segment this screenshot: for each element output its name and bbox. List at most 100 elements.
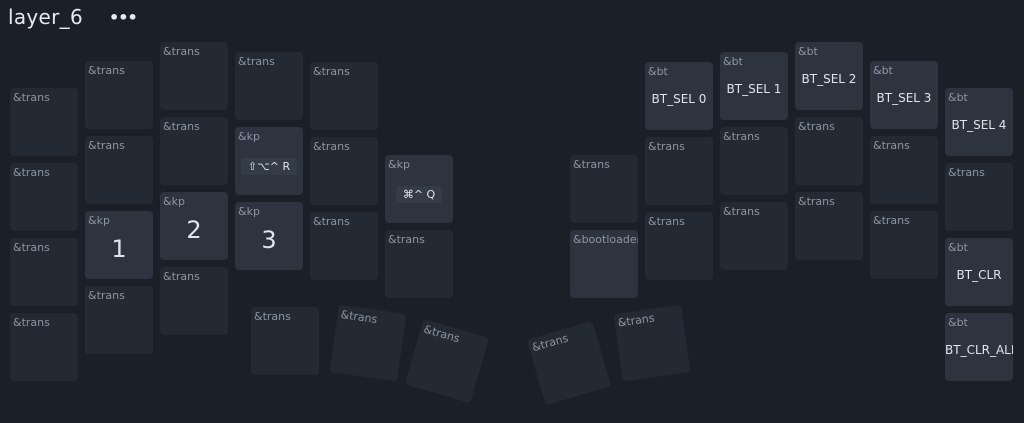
key-behavior-label: &trans xyxy=(948,166,985,179)
key-behavior-label: &kp xyxy=(163,195,185,208)
key-param-label: BT_SEL 2 xyxy=(801,72,857,86)
key-behavior-label: &bt xyxy=(873,64,893,77)
key-behavior-label: &trans xyxy=(798,195,835,208)
key-l-c1-r1[interactable]: &trans xyxy=(85,61,153,129)
key-behavior-label: &trans xyxy=(388,233,425,246)
key-l-c1-r2[interactable]: &trans xyxy=(85,136,153,204)
key-param-label: ⇧⌥^ R xyxy=(240,158,298,175)
key-r-c1-r2[interactable]: &trans xyxy=(645,137,713,205)
key-r-c4-r2[interactable]: &trans xyxy=(870,136,938,204)
key-behavior-label: &kp xyxy=(238,130,260,143)
key-behavior-label: &trans xyxy=(339,307,379,326)
key-r-c2-r2[interactable]: &trans xyxy=(720,127,788,195)
key-r-c2-r3[interactable]: &trans xyxy=(720,202,788,270)
key-behavior-label: &bt xyxy=(948,241,968,254)
key-l-thumb-2[interactable]: &trans xyxy=(329,304,407,382)
key-behavior-label: &kp xyxy=(238,205,260,218)
key-r-c3-r3[interactable]: &trans xyxy=(795,192,863,260)
key-r-c1-r3[interactable]: &trans xyxy=(645,212,713,280)
key-param-label: ⌘^ Q xyxy=(395,186,443,203)
key-param-label: BT_SEL 0 xyxy=(651,92,707,106)
key-l-c1-r4[interactable]: &trans xyxy=(85,286,153,354)
key-param-label: 3 xyxy=(261,226,277,254)
key-l-thumb-1[interactable]: &trans xyxy=(251,307,319,375)
key-behavior-label: &trans xyxy=(723,130,760,143)
key-r-thumb-1[interactable]: &trans xyxy=(526,320,612,406)
key-behavior-label: &trans xyxy=(573,158,610,171)
key-l-c2-r1[interactable]: &trans xyxy=(160,42,228,110)
layer-header: layer_6 ••• xyxy=(8,4,138,30)
key-behavior-label: &trans xyxy=(313,65,350,78)
key-r-thumb-2[interactable]: &trans xyxy=(613,304,691,382)
key-behavior-label: &trans xyxy=(88,289,125,302)
key-behavior-label: &trans xyxy=(13,316,50,329)
layer-title: layer_6 xyxy=(8,5,84,29)
key-behavior-label: &trans xyxy=(13,241,50,254)
key-behavior-label: &trans xyxy=(616,311,656,330)
key-behavior-label: &trans xyxy=(254,310,291,323)
key-l-c0-r1[interactable]: &trans xyxy=(10,88,78,156)
key-behavior-label: &bootloader xyxy=(573,233,638,246)
key-behavior-label: &kp xyxy=(388,158,410,171)
key-behavior-label: &bt xyxy=(648,65,668,78)
key-behavior-label: &trans xyxy=(163,270,200,283)
key-behavior-label: &trans xyxy=(422,322,462,346)
key-param-label: BT_SEL 1 xyxy=(726,82,782,96)
key-l-c4-r2[interactable]: &trans xyxy=(310,137,378,205)
key-l-c2-r4[interactable]: &trans xyxy=(160,267,228,335)
key-l-c2-r2[interactable]: &trans xyxy=(160,117,228,185)
key-behavior-label: &bt xyxy=(948,316,968,329)
key-l-c4-r3[interactable]: &trans xyxy=(310,212,378,280)
key-l-c3-r2[interactable]: &kp ⇧⌥^ R xyxy=(235,127,303,195)
key-r-c0-r2[interactable]: &trans xyxy=(570,155,638,223)
key-l-c0-r4[interactable]: &trans xyxy=(10,313,78,381)
key-behavior-label: &kp xyxy=(88,214,110,227)
more-options-icon[interactable]: ••• xyxy=(109,7,138,27)
key-r-c4-r3[interactable]: &trans xyxy=(870,211,938,279)
key-l-c0-r2[interactable]: &trans xyxy=(10,163,78,231)
key-behavior-label: &trans xyxy=(723,205,760,218)
key-behavior-label: &trans xyxy=(163,45,200,58)
key-l-c4-r1[interactable]: &trans xyxy=(310,62,378,130)
key-l-c5-r2[interactable]: &kp ⌘^ Q xyxy=(385,155,453,223)
key-param-label: 1 xyxy=(111,235,127,263)
key-l-c3-r1[interactable]: &trans xyxy=(235,52,303,120)
key-behavior-label: &trans xyxy=(798,120,835,133)
key-behavior-label: &trans xyxy=(530,331,570,355)
key-behavior-label: &trans xyxy=(88,139,125,152)
key-param-label: BT_SEL 3 xyxy=(876,91,932,105)
key-r-c0-r3[interactable]: &bootloader xyxy=(570,230,638,298)
key-param-label: BT_CLR_ALL xyxy=(945,343,1013,357)
key-behavior-label: &trans xyxy=(13,166,50,179)
key-behavior-label: &trans xyxy=(313,140,350,153)
key-l-thumb-3[interactable]: &trans xyxy=(404,318,490,404)
key-behavior-label: &trans xyxy=(648,215,685,228)
key-behavior-label: &trans xyxy=(238,55,275,68)
key-behavior-label: &bt xyxy=(948,91,968,104)
key-param-label: 2 xyxy=(186,216,202,244)
key-behavior-label: &trans xyxy=(13,91,50,104)
key-param-label: BT_CLR xyxy=(956,268,1002,282)
key-l-c0-r3[interactable]: &trans xyxy=(10,238,78,306)
key-behavior-label: &trans xyxy=(163,120,200,133)
key-behavior-label: &trans xyxy=(873,139,910,152)
key-behavior-label: &bt xyxy=(723,55,743,68)
key-r-c5-r2[interactable]: &trans xyxy=(945,163,1013,231)
key-l-c5-r3[interactable]: &trans xyxy=(385,230,453,298)
key-param-label: BT_SEL 4 xyxy=(951,118,1007,132)
key-behavior-label: &trans xyxy=(873,214,910,227)
key-r-c3-r2[interactable]: &trans xyxy=(795,117,863,185)
key-behavior-label: &trans xyxy=(88,64,125,77)
key-behavior-label: &trans xyxy=(648,140,685,153)
